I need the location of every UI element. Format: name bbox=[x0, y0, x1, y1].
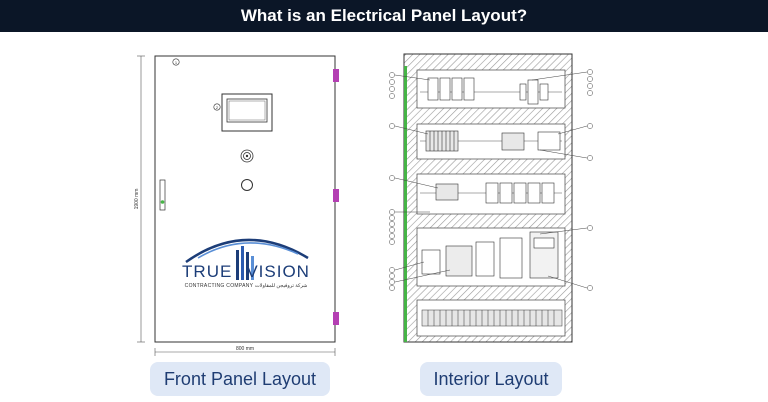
hmi-screen bbox=[221, 93, 273, 132]
hinge-middle bbox=[333, 189, 339, 202]
bay-3-components bbox=[420, 182, 562, 204]
logo-wordmark: TRUE VISION bbox=[176, 262, 316, 282]
right-callout-markers bbox=[587, 69, 593, 291]
indicator-lamp bbox=[241, 179, 253, 191]
left-callout-markers bbox=[389, 72, 395, 291]
door-handle-icon bbox=[159, 179, 166, 211]
left-leader-lines bbox=[394, 74, 451, 283]
hinge-bottom bbox=[333, 312, 339, 325]
electrical-panel-figure: 1900 mm 800 mm 1 2 bbox=[134, 53, 593, 356]
true-vision-logo: TRUE VISION CONTRACTING COMPANY شركة تروف… bbox=[176, 238, 316, 298]
page-title: What is an Electrical Panel Layout? bbox=[0, 0, 768, 32]
selector-switch bbox=[240, 149, 254, 163]
logo-subtitle: CONTRACTING COMPANY شركة تروفيجن للمقاول… bbox=[176, 283, 316, 289]
bay-2-components bbox=[420, 130, 562, 152]
front-panel-caption: Front Panel Layout bbox=[150, 362, 330, 396]
callout-1-marker bbox=[172, 58, 180, 66]
front-panel-drawing: 1900 mm 800 mm 1 2 bbox=[134, 55, 339, 356]
interior-caption: Interior Layout bbox=[420, 362, 562, 396]
right-leader-lines bbox=[531, 71, 588, 289]
width-label: 800 mm bbox=[236, 346, 254, 352]
logo-word-true: TRUE bbox=[182, 262, 233, 281]
logo-sub-ar: شركة تروفيجن للمقاولات bbox=[254, 283, 308, 289]
interior-panel-drawing bbox=[389, 53, 593, 343]
logo-sub-en: CONTRACTING COMPANY bbox=[184, 283, 254, 289]
logo-word-vision: VISION bbox=[246, 262, 310, 281]
true-vision-logo-mark bbox=[185, 238, 309, 280]
bay-5-terminal-strip bbox=[421, 309, 563, 327]
callout-1-label: 1 bbox=[175, 60, 178, 65]
height-label: 1900 mm bbox=[134, 189, 140, 210]
hinge-top bbox=[333, 69, 339, 82]
bay-4-components bbox=[421, 231, 559, 279]
callout-2-label: 2 bbox=[216, 105, 219, 110]
green-side-rail bbox=[404, 66, 407, 342]
callout-2-marker bbox=[213, 103, 221, 111]
bay-1-components bbox=[420, 77, 562, 105]
